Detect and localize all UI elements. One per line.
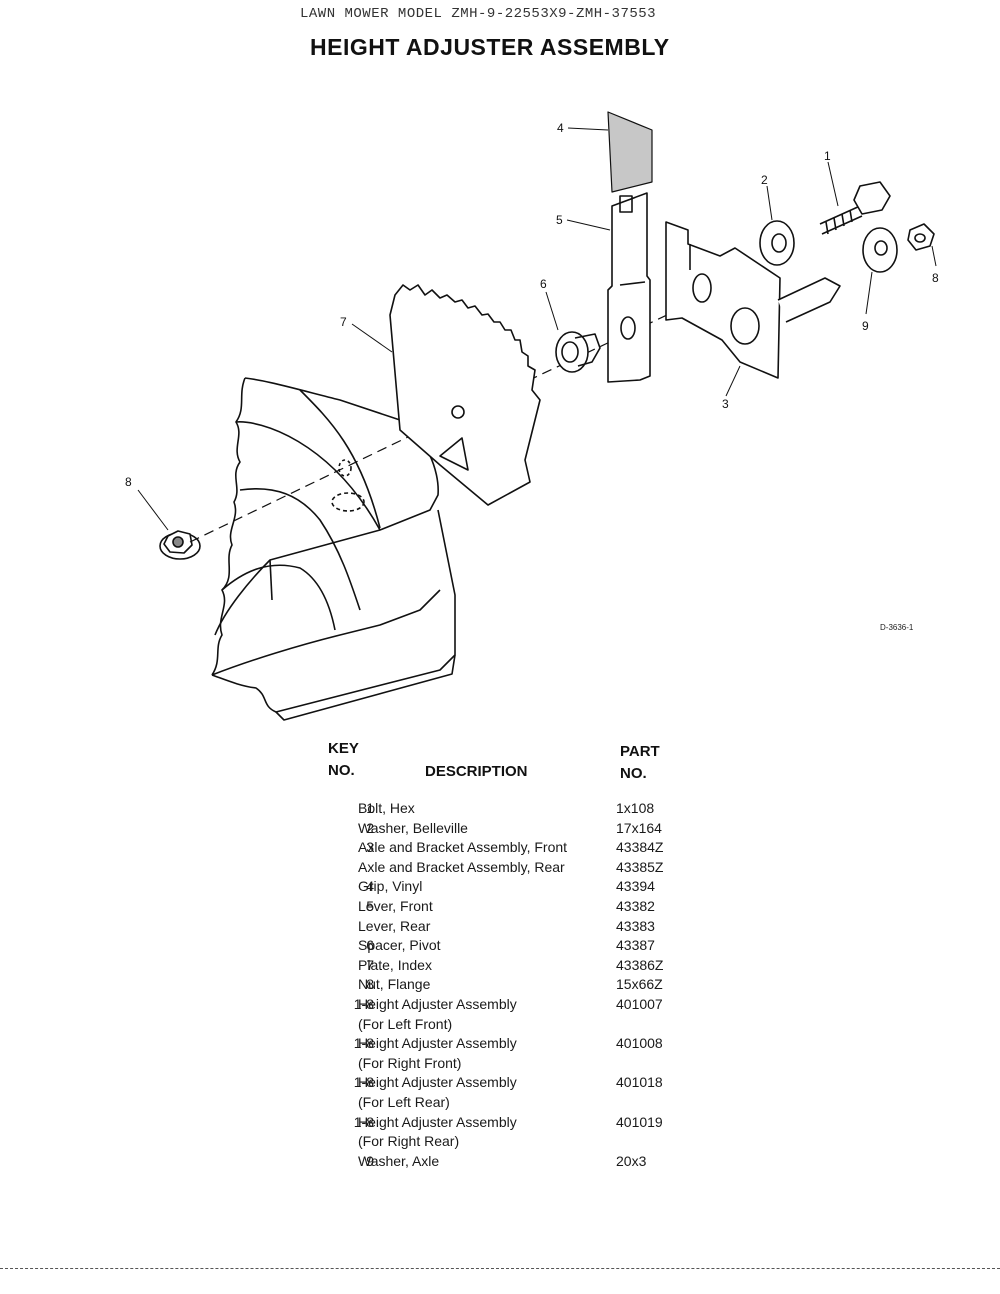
- description-cell: Washer, Axle: [358, 1152, 440, 1169]
- callout-2: 2: [761, 173, 768, 187]
- description-cell: (For Left Front): [358, 1015, 453, 1032]
- diagram-svg: 4 5 6 7 8 1 2 3 9 8: [125, 111, 939, 721]
- lever: [607, 192, 651, 383]
- description-cell: Bolt, Hex: [358, 800, 415, 816]
- hex-bolt: [819, 181, 891, 235]
- table-row: Axle and Bracket Assembly, Rear 43385Z: [320, 859, 720, 879]
- callout-9: 9: [862, 319, 869, 333]
- key-cell: 9: [366, 1152, 374, 1169]
- part-header-line1: PART: [620, 743, 660, 760]
- part-cell: 43385Z: [616, 858, 664, 875]
- description-cell: Spacer, Pivot: [358, 937, 441, 954]
- key-cell: 1-8: [353, 995, 374, 1012]
- belleville-washer: [759, 220, 795, 266]
- description-cell: Axle and Bracket Assembly, Front: [358, 839, 568, 856]
- description-cell: Lever, Rear: [358, 917, 431, 934]
- part-cell: 43386Z: [616, 956, 664, 973]
- key-cell: 1-8: [353, 1035, 374, 1052]
- part-cell: 15x66Z: [616, 976, 663, 993]
- description-cell: Plate, Index: [358, 956, 432, 973]
- key-cell: 5: [366, 897, 374, 914]
- part-cell: 401007: [616, 995, 663, 1012]
- table-row: (For Right Front): [320, 1055, 720, 1075]
- callout-8-right: 8: [932, 271, 939, 285]
- key-cell: 2: [366, 819, 374, 836]
- key-header-line2: NO.: [328, 762, 355, 779]
- part-cell: 43394: [616, 878, 655, 895]
- bottom-rule: [0, 1268, 1000, 1270]
- description-cell: Washer, Belleville: [358, 819, 468, 836]
- key-cell: 1: [366, 800, 374, 816]
- page-title: HEIGHT ADJUSTER ASSEMBLY: [310, 34, 670, 60]
- description-cell: (For Right Front): [358, 1054, 462, 1071]
- key-cell: 3: [366, 839, 374, 856]
- axle-bracket: [665, 221, 841, 379]
- part-cell: 43383: [616, 917, 655, 934]
- part-cell: 17x164: [616, 819, 662, 836]
- part-cell: 43384Z: [616, 839, 664, 856]
- callout-3: 3: [722, 397, 729, 411]
- part-cell: 401008: [616, 1035, 663, 1052]
- callout-7: 7: [340, 315, 347, 329]
- description-cell: Height Adjuster Assembly: [358, 1074, 517, 1091]
- description-cell: (For Right Rear): [358, 1133, 460, 1150]
- key-cell: 1-8: [353, 1113, 374, 1130]
- callout-6: 6: [540, 277, 547, 291]
- key-cell: 8: [366, 976, 374, 993]
- callout-8-left: 8: [125, 475, 132, 489]
- description-cell: Lever, Front: [358, 897, 433, 914]
- axle-washer: [862, 227, 898, 273]
- key-header-line1: KEY: [328, 740, 359, 757]
- part-cell: 43387: [616, 937, 655, 954]
- key-cell: 7: [366, 956, 374, 973]
- index-plate: [389, 284, 541, 506]
- description-header: DESCRIPTION: [425, 763, 528, 780]
- part-cell: 401018: [616, 1074, 663, 1091]
- description-cell: Nut, Flange: [358, 976, 431, 993]
- description-cell: Height Adjuster Assembly: [358, 1113, 517, 1130]
- part-cell: 43382: [616, 897, 655, 914]
- table-row: (For Right Rear): [320, 1133, 720, 1153]
- flange-nut-left: [159, 530, 201, 560]
- model-line: LAWN MOWER MODEL ZMH-9-22553X9-ZMH-37553: [300, 6, 657, 22]
- table-row: (For Left Rear): [320, 1094, 720, 1114]
- callout-1: 1: [824, 149, 831, 163]
- flange-nut-right: [907, 223, 935, 251]
- pivot-spacer: [555, 331, 601, 373]
- key-cell: 1-8: [353, 1074, 374, 1091]
- key-cell: 6: [366, 937, 374, 954]
- part-cell: 1x108: [616, 800, 655, 816]
- grip: [607, 111, 653, 193]
- part-cell: 401019: [616, 1113, 663, 1130]
- exploded-diagram: 4 5 6 7 8 1 2 3 9 8: [0, 90, 1000, 730]
- description-cell: Height Adjuster Assembly: [358, 995, 517, 1012]
- drawing-code: D-3636-1: [880, 623, 914, 632]
- key-cell: 4: [366, 878, 374, 895]
- description-cell: Height Adjuster Assembly: [358, 1035, 517, 1052]
- table-row: Lever, Rear 43383: [320, 918, 720, 938]
- description-cell: Grip, Vinyl: [358, 878, 423, 895]
- wheel-housing: [211, 377, 456, 721]
- part-header-line2: NO.: [620, 765, 647, 782]
- part-cell: 20x3: [616, 1152, 647, 1169]
- table-row: (For Left Front): [320, 1016, 720, 1036]
- description-cell: Axle and Bracket Assembly, Rear: [358, 858, 565, 875]
- description-cell: (For Left Rear): [358, 1093, 450, 1110]
- callout-5: 5: [556, 213, 563, 227]
- callout-4: 4: [557, 121, 564, 135]
